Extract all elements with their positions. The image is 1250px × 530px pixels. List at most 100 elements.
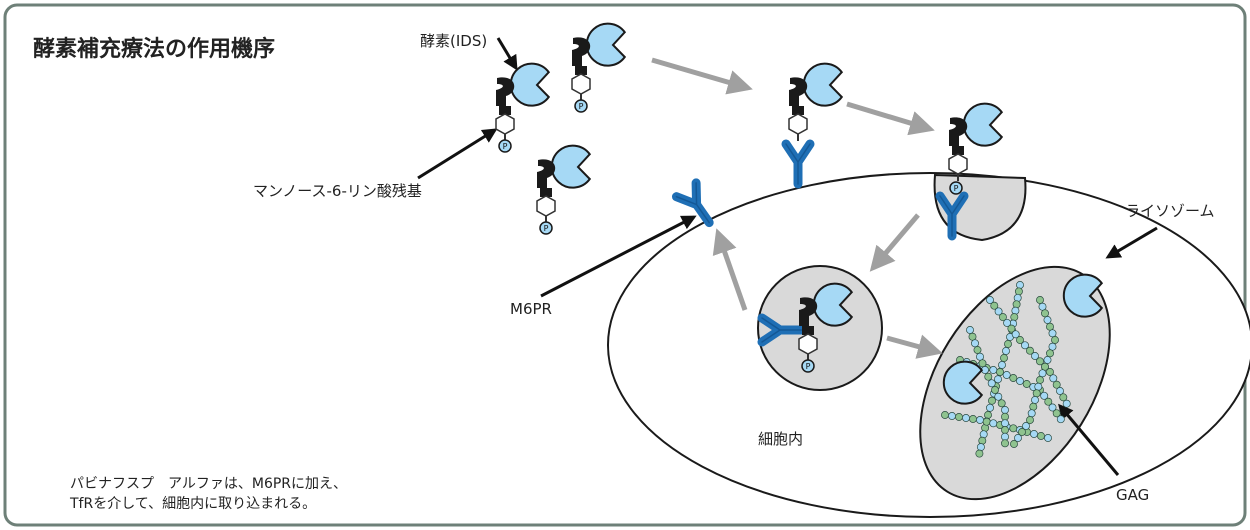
gag-bead (1046, 322, 1054, 331)
enzyme-icon (942, 360, 984, 405)
gag-bead (1048, 342, 1057, 351)
gag-bead (1041, 309, 1049, 318)
gag-bead (1051, 336, 1059, 344)
gag-bead (1001, 406, 1009, 414)
gag-bead (978, 359, 987, 368)
gag-bead (962, 414, 970, 422)
svg-text:P: P (579, 102, 584, 111)
gag-bead (1011, 306, 1020, 315)
gag-bead (1001, 426, 1009, 434)
gag-bead (1046, 368, 1054, 376)
gag-bead (1004, 340, 1012, 348)
gag-bead (1021, 341, 1029, 350)
gag-bead (976, 416, 984, 424)
gag-bead (1009, 424, 1018, 433)
gag-bead (1040, 391, 1049, 400)
gag-bead (1010, 440, 1018, 448)
internalizing-enzyme: P (940, 102, 1003, 236)
gag-bead (1043, 356, 1052, 364)
phosphate-icon (498, 139, 512, 153)
phosphate-icon (949, 181, 963, 195)
gag-chains (941, 281, 1071, 458)
gag-bead (1014, 287, 1023, 296)
gag-bead (1003, 318, 1012, 327)
phosphate-icon (801, 359, 815, 373)
pointer-gag (1058, 403, 1120, 476)
gag-bead (976, 443, 985, 452)
gag-label: GAG (1116, 486, 1149, 504)
gag-bead (1022, 380, 1031, 388)
gag-bead (973, 346, 982, 354)
arrow-to-endosome (869, 213, 920, 272)
gag-bead (1027, 409, 1036, 418)
gag-bead (998, 361, 1006, 369)
gag-bead (1062, 399, 1071, 408)
gag-bead (987, 379, 996, 388)
gag-bead (1001, 412, 1009, 421)
gag-bead (1034, 382, 1043, 391)
gag-bead (1018, 428, 1026, 436)
gag-bead (978, 436, 987, 445)
arrow-recycle (712, 228, 748, 311)
m6p-residue-label: マンノース-6-リン酸残基 (253, 182, 422, 200)
gag-bead (1038, 302, 1047, 311)
gag-bead (1029, 402, 1038, 411)
figure-title: 酵素補充療法の作用機序 (33, 36, 275, 62)
gag-bead (1012, 300, 1021, 309)
phosphate-icon (539, 221, 553, 235)
gag-bead (1010, 313, 1019, 322)
gag-bead (1049, 374, 1058, 383)
process-arrows (651, 57, 943, 359)
gag-bead (1036, 376, 1044, 384)
gag-bead (1032, 389, 1041, 398)
gag-bead (975, 449, 984, 458)
svg-text:P: P (806, 362, 811, 371)
gag-bead (1030, 430, 1038, 438)
gag-bead (1052, 380, 1061, 389)
gag-bead (1048, 403, 1057, 412)
pointer-lysosome (1105, 226, 1158, 259)
gag-bead (1022, 422, 1030, 430)
gag-bead (1056, 415, 1065, 424)
pointer-m6p (417, 128, 498, 180)
gag-bead (979, 430, 988, 439)
gag-bead (1052, 409, 1061, 418)
gag-bead (1026, 416, 1034, 424)
gag-bead (988, 396, 996, 405)
gag-bead (1044, 397, 1053, 406)
gag-bead (1016, 281, 1024, 289)
gag-bead (955, 413, 963, 421)
gag-bead (948, 412, 956, 420)
gag-bead (994, 307, 1003, 316)
gag-bead (1044, 434, 1052, 442)
gag-bead (976, 352, 984, 361)
gag-bead (969, 415, 977, 423)
gag-bead (1011, 330, 1020, 339)
arrow-approach-1 (651, 57, 753, 95)
phosphate-icon (574, 99, 588, 113)
gag-bead (1041, 362, 1049, 371)
gag-bead (1001, 432, 1009, 441)
enzyme-label: 酵素(IDS) (420, 32, 487, 50)
gag-bead (1007, 324, 1016, 333)
gag-bead (1002, 347, 1010, 355)
note-line-1: パビナフスプ アルファは、M6PRに加え、 (70, 476, 347, 492)
lysosome-label: ライソゾーム (1125, 202, 1215, 220)
gag-bead (984, 411, 992, 419)
free-enzyme-2: P (571, 22, 626, 113)
gag-bead (971, 339, 979, 348)
gag-bead (1001, 419, 1009, 428)
gag-bead (1036, 357, 1044, 366)
gag-bead (991, 386, 999, 394)
gag-bead (1059, 393, 1068, 402)
pointer-lines (417, 37, 1158, 476)
arrow-to-lysosome (886, 334, 943, 359)
free-enzyme-3: P (536, 144, 591, 235)
gag-bead (989, 366, 998, 374)
free-enzyme-1: P (495, 62, 550, 153)
gag-bead (941, 411, 949, 419)
gag-bead (1013, 293, 1022, 302)
svg-text:P: P (954, 184, 959, 193)
gag-bead (996, 368, 1004, 376)
gag-bead (1031, 352, 1039, 360)
